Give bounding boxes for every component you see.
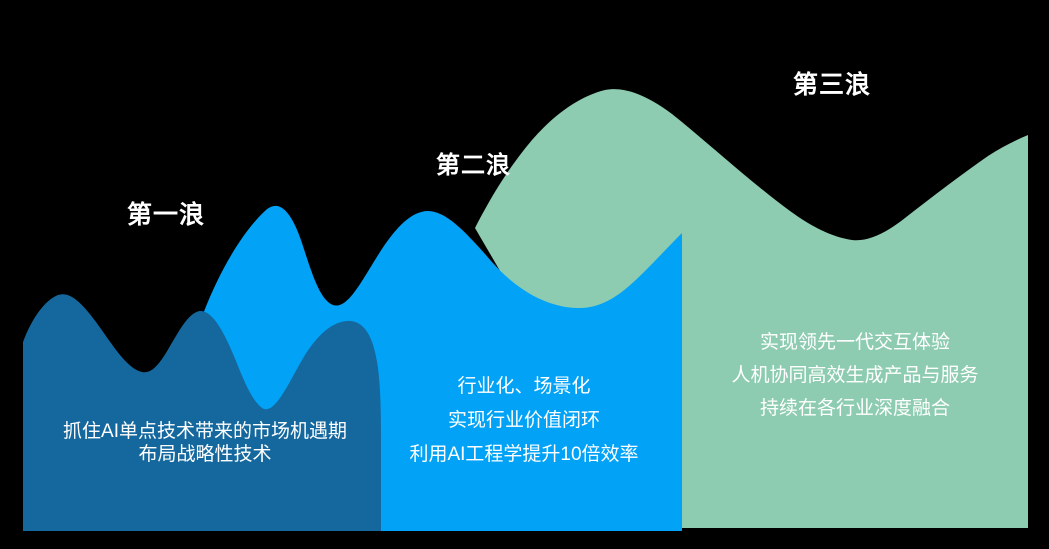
wave-1-text: 抓住AI单点技术带来的市场机遇期 布局战略性技术	[50, 420, 360, 466]
wave-2-text-line: 利用AI工程学提升10倍效率	[409, 444, 639, 465]
wave-3-text-line: 持续在各行业深度融合	[759, 398, 950, 419]
wave-2-label: 第二浪	[436, 152, 511, 179]
wave-1-label: 第一浪	[127, 201, 206, 229]
wave-3-label: 第三浪	[793, 71, 872, 99]
wave-1-text-line: 抓住AI单点技术带来的市场机遇期	[63, 421, 347, 442]
wave-2-text: 行业化、场景化 实现行业价值闭环 利用AI工程学提升10倍效率	[384, 370, 664, 472]
wave-3-text: 实现领先一代交互体验 人机协同高效生成产品与服务 持续在各行业深度融合	[705, 326, 1005, 425]
wave-2-text-line: 实现行业价值闭环	[447, 410, 600, 431]
wave-3-text-line: 人机协同高效生成产品与服务	[731, 365, 979, 386]
wave-1-shape	[23, 294, 381, 531]
wave-1-text-line: 布局战略性技术	[138, 444, 272, 465]
wave-3-text-line: 实现领先一代交互体验	[759, 332, 950, 353]
wave-2-text-line: 行业化、场景化	[457, 376, 591, 397]
